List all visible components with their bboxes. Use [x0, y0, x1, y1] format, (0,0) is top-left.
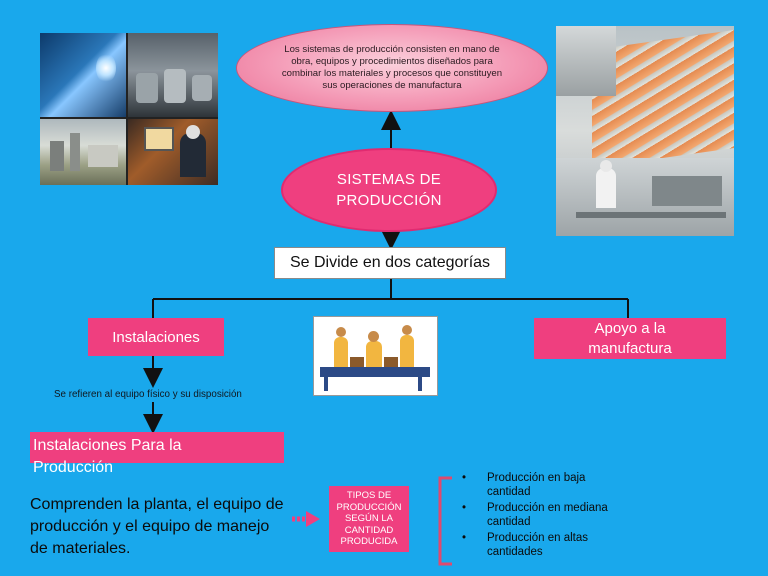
list-item: Producción en baja cantidad	[460, 471, 630, 499]
main-title-line1: SISTEMAS DE	[336, 171, 442, 188]
inst-description: Comprenden la planta, el equipo de produ…	[30, 496, 284, 557]
tipos-line: PRODUCCIÓN	[336, 501, 402, 513]
tipos-line: CANTIDAD	[344, 524, 394, 536]
tipos-box: TIPOS DE PRODUCCIÓN SEGÚN LA CANTIDAD PR…	[329, 486, 409, 552]
production-types-list: Producción en baja cantidad Producción e…	[460, 471, 630, 561]
inst-para-line1: Instalaciones Para la	[33, 437, 182, 454]
pink-arrow-head	[306, 511, 320, 527]
category-instalaciones: Instalaciones	[88, 318, 224, 356]
tipos-line: TIPOS DE	[346, 490, 392, 501]
list-item: Producción en altas cantidades	[460, 531, 630, 559]
photo-right	[556, 26, 734, 236]
category-apoyo-line1: Apoyo a la	[594, 320, 666, 337]
top-note-ellipse: Los sistemas de producción consisten en …	[236, 24, 548, 112]
list-item: Producción en mediana cantidad	[460, 501, 630, 529]
category-apoyo: Apoyo a la manufactura	[534, 318, 726, 359]
inst-para-box: Instalaciones Para la Producción	[30, 432, 284, 476]
main-title-ellipse: SISTEMAS DE PRODUCCIÓN	[281, 148, 497, 232]
tipos-line: SEGÚN LA	[344, 513, 394, 524]
divide-label: Se Divide en dos categorías	[289, 254, 491, 271]
inst-para-line2: Producción	[33, 459, 114, 476]
collage-left	[40, 33, 218, 185]
category-instalaciones-label: Instalaciones	[112, 328, 200, 346]
divide-box: Se Divide en dos categorías	[274, 247, 506, 279]
clipart-center	[313, 316, 438, 396]
top-note-text: Los sistemas de producción consisten en …	[281, 44, 503, 91]
category-apoyo-line2: manufactura	[588, 340, 672, 357]
bracket	[438, 476, 452, 566]
main-title-line2: PRODUCCIÓN	[336, 192, 442, 209]
tipos-line: PRODUCIDA	[340, 536, 398, 547]
left-note: Se refieren al equipo físico y su dispos…	[54, 389, 242, 400]
